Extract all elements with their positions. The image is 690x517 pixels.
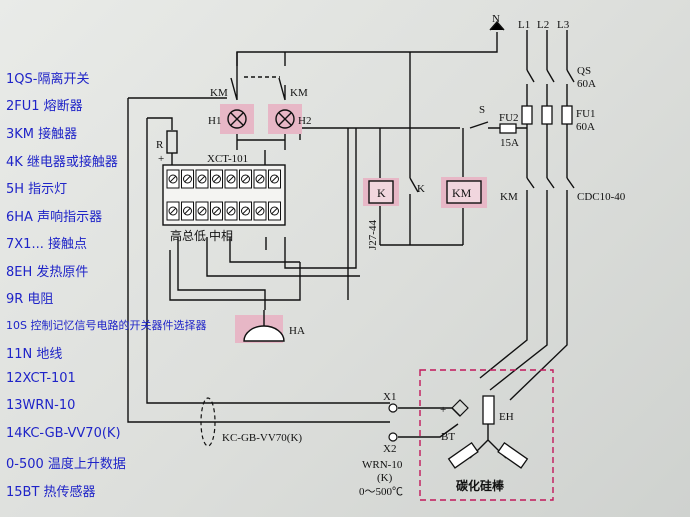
label-n: N: [492, 13, 500, 25]
label-km-box: KM: [452, 186, 472, 200]
label-r: R: [156, 139, 164, 151]
legend-item-3: 3KM 接触器: [6, 127, 78, 142]
label-bt: BT: [441, 431, 455, 443]
heater-element-1: [482, 395, 495, 425]
label-x1: X1: [383, 391, 396, 403]
label-s: S: [479, 104, 485, 116]
terminal-x1: [388, 403, 398, 413]
neutral-terminal-icon: [489, 20, 505, 31]
cable-bundle-icon: [200, 397, 216, 447]
label-l1: L1: [518, 19, 530, 31]
legend-item-16: 15BT 热传感器: [6, 485, 96, 500]
thermocouple-bt-icon: [451, 399, 469, 417]
relay-k-box: [368, 180, 394, 204]
label-terminals: 高总低 中相: [170, 228, 233, 243]
buzzer-ha-icon: [243, 325, 285, 342]
legend-item-9: 9R 电阻: [6, 292, 54, 307]
label-cdc: CDC10-40: [577, 191, 626, 203]
label-eh: EH: [499, 411, 514, 423]
legend-item-15: 0-500 温度上升数据: [6, 457, 126, 472]
label-ha: HA: [289, 325, 305, 337]
heater-element-3: [497, 441, 529, 469]
terminal-x2: [388, 432, 398, 442]
fuse-fu1-l2-icon: [541, 105, 553, 125]
legend-item-10: 10S 控制记忆信号电路的开关器件选择器: [6, 319, 207, 332]
label-h1: H1: [208, 115, 221, 127]
label-l3: L3: [557, 19, 570, 31]
lamp-h1-icon: [227, 109, 247, 129]
legend-item-13: 13WRN-10: [6, 398, 76, 413]
legend-item-2: 2FU1 熔断器: [6, 99, 83, 114]
legend-item-7: 7X1... 接触点: [6, 237, 87, 252]
label-wrn-k: (K): [377, 472, 393, 484]
legend-item-12: 12XCT-101: [6, 371, 76, 386]
label-plus: +: [158, 153, 164, 165]
label-km-main: KM: [500, 191, 518, 203]
label-j27: J27-44: [367, 220, 379, 250]
legend-item-14: 14KC-GB-VV70(K): [6, 426, 121, 441]
legend-item-4: 4K 继电器或接触器: [6, 155, 118, 170]
label-h2: H2: [298, 115, 311, 127]
label-k-box: K: [377, 186, 386, 200]
fuse-fu1-l3-icon: [561, 105, 573, 125]
label-km-left: KM: [210, 87, 228, 99]
label-l2: L2: [537, 19, 549, 31]
label-k-contact: K: [417, 183, 425, 195]
legend-item-11: 11N 地线: [6, 347, 63, 362]
lamp-h2-icon: [275, 109, 295, 129]
heater-element-2: [447, 441, 479, 469]
label-fu1-rating: 60A: [576, 121, 595, 133]
contactor-km-box: [446, 180, 482, 204]
legend-item-6: 6HA 声响指示器: [6, 210, 103, 225]
label-plus2: +: [440, 404, 446, 416]
label-qs: QS: [577, 65, 591, 77]
xct-terminal-block: [162, 164, 286, 226]
wires: [127, 30, 575, 459]
label-wrn: WRN-10: [362, 459, 403, 471]
label-qs-rating: 60A: [577, 78, 596, 90]
label-km-right: KM: [290, 87, 308, 99]
furnace-enclosure: [419, 369, 554, 501]
label-range: 0～500℃: [359, 486, 403, 498]
fuse-fu2-icon: [499, 123, 517, 134]
fuse-fu1-l1-icon: [521, 105, 533, 125]
legend-item-8: 8EH 发热原件: [6, 265, 89, 280]
label-xct: XCT-101: [207, 153, 248, 165]
legend-item-1: 1QS-隔离开关: [6, 72, 90, 87]
label-cable: KC-GB-VV70(K): [222, 432, 302, 444]
label-fu2-rating: 15A: [500, 137, 519, 149]
resistor-icon: [166, 130, 178, 154]
label-fu1: FU1: [576, 108, 596, 120]
label-x2: X2: [383, 443, 396, 455]
label-fu2: FU2: [499, 112, 519, 124]
label-rod: 碳化硅棒: [456, 478, 505, 493]
legend-item-5: 5H 指示灯: [6, 182, 68, 197]
